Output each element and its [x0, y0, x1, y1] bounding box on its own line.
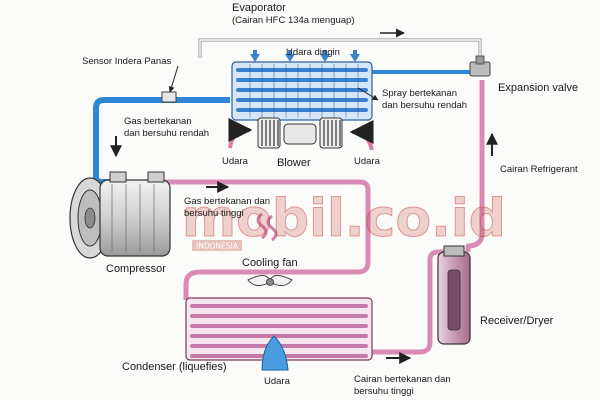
condenser-label: Condenser (liquefies): [122, 361, 227, 373]
temperature-sensor: [161, 91, 177, 103]
watermark-badge: INDONESIA: [196, 242, 239, 251]
udara-bottom-label: Udara: [264, 376, 291, 387]
evaporator-title: Evaporator: [232, 2, 286, 14]
evaporator-subtitle: (Cairan HFC 134a menguap): [232, 15, 355, 26]
discharge-line: [165, 179, 371, 300]
cairan-label-line2: bersuhu tinggi: [354, 386, 414, 397]
evaporator-coil: [231, 61, 373, 121]
cold-air-arrow-icon: [250, 50, 360, 62]
cairan-refrigerant-label: Cairan Refrigerant: [500, 164, 578, 175]
udara-left-label: Udara: [222, 156, 249, 167]
outer-return-line: [198, 38, 482, 60]
gas-low-label-line1: Gas bertekanan: [124, 116, 192, 127]
watermark: mobil.co.id INDONESIA: [182, 189, 506, 251]
condenser-outlet-line: [370, 249, 448, 355]
air-intake-icon: [261, 335, 289, 371]
udara-dingin-label: Udara dingin: [286, 47, 340, 58]
expansion-valve-label: Expansion valve: [498, 82, 578, 94]
compressor: [69, 171, 171, 259]
air-in-left-arrow-icon: [228, 118, 253, 149]
arrow-icon: [357, 87, 379, 101]
udara-right-label: Udara: [354, 156, 381, 167]
cooling-fan-label: Cooling fan: [242, 257, 298, 269]
spray-label-line2: dan bersuhu rendah: [382, 100, 467, 111]
sensor-label: Sensor Indera Panas: [82, 56, 172, 67]
heat-wave-icon: [256, 212, 278, 242]
compressor-label: Compressor: [106, 263, 166, 275]
blower-fan-icon: [257, 117, 343, 149]
watermark-text: mobil.co.id: [182, 189, 506, 249]
gas-high-label-line1: Gas bertekanan dan: [184, 196, 270, 207]
cairan-label-line1: Cairan bertekanan dan: [354, 374, 451, 385]
arrow-icon: [168, 65, 179, 93]
outer-return-line-fill: [199, 39, 481, 60]
suction-line: [93, 97, 230, 185]
liquid-line: [465, 80, 485, 252]
receiver-dryer-label: Receiver/Dryer: [480, 315, 554, 327]
condenser-coil: [185, 297, 373, 361]
gas-high-label-line2: bersuhu tinggi: [184, 208, 244, 219]
gas-low-label-line2: dan bersuhu rendah: [124, 128, 209, 139]
spray-label-line1: Spray bertekanan: [382, 88, 457, 99]
expansion-valve: [469, 55, 491, 77]
cooling-fan-icon: [247, 275, 293, 286]
blower-label: Blower: [277, 157, 311, 169]
receiver-dryer: [437, 245, 471, 345]
air-in-right-arrow-icon: [349, 120, 374, 151]
